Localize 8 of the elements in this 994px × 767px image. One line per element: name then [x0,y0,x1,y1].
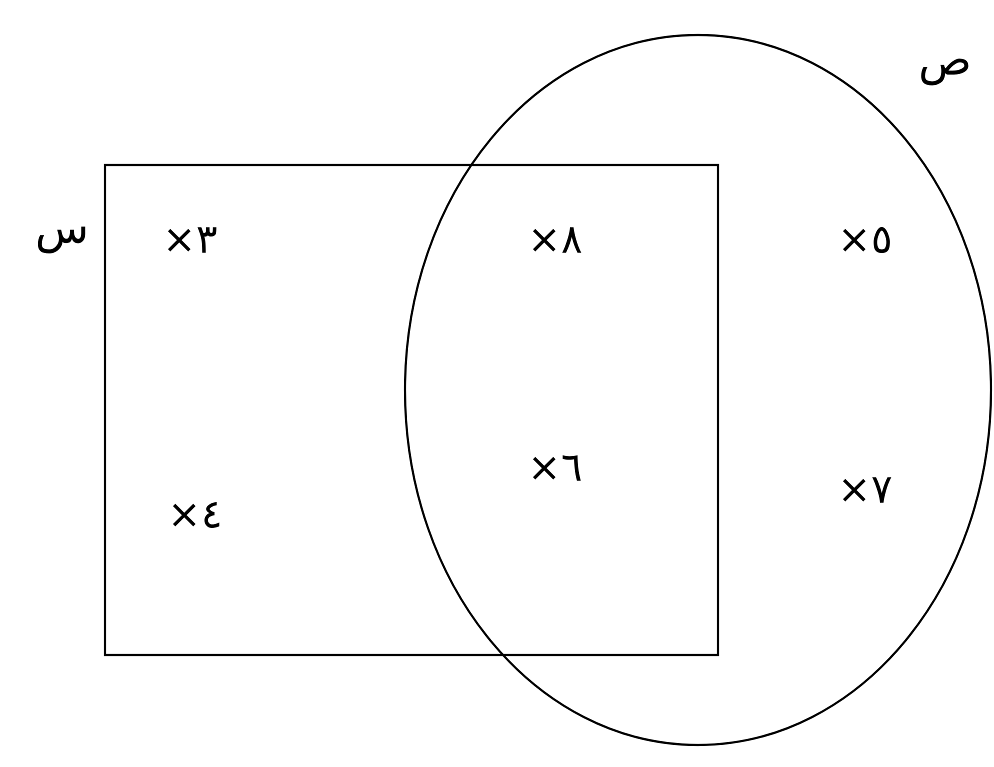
element-label: ×٥ [843,226,890,254]
element-label: ×٦ [533,455,581,481]
set-label: ص [921,58,968,86]
element-label: ×٤ [173,502,220,528]
set-label: س [38,226,86,254]
element-label: ×٧ [843,477,892,503]
element-label: ×٣ [168,227,216,253]
element-label: ×٨ [533,227,582,253]
